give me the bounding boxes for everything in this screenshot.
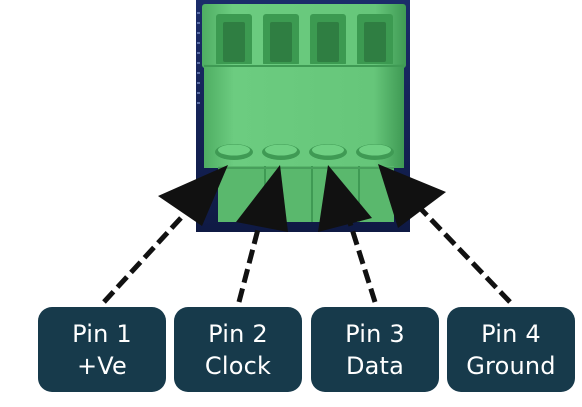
pcb-edge-dots <box>197 12 200 104</box>
arrow-icon-pin-1 <box>102 165 228 304</box>
pin-2-label-box: Pin 2 Clock <box>174 307 302 392</box>
screw-terminal-block-icon <box>202 4 406 222</box>
arrow-icon-pin-2 <box>236 165 288 303</box>
screw-heads <box>215 144 394 160</box>
arrow-icon-pin-4 <box>378 164 512 304</box>
pin-4-name: Pin 4 <box>481 319 541 348</box>
terminal-top-section <box>202 4 406 68</box>
pin-4-label-box: Pin 4 Ground <box>447 307 575 392</box>
pin-2-function: Clock <box>204 351 272 380</box>
pin-2-name: Pin 2 <box>208 319 268 348</box>
pin-3-function: Data <box>345 351 405 380</box>
arrow-icon-pin-3 <box>318 165 378 303</box>
wire-entry-slots <box>216 14 393 66</box>
pin-1-label-box: Pin 1 +Ve <box>38 307 166 392</box>
pin-arrows <box>102 164 512 304</box>
pin-1-name: Pin 1 <box>72 319 132 348</box>
pin-4-function: Ground <box>466 351 556 380</box>
pin-1-function: +Ve <box>76 351 128 380</box>
pin-3-name: Pin 3 <box>345 319 405 348</box>
pin-3-label-box: Pin 3 Data <box>311 307 439 392</box>
